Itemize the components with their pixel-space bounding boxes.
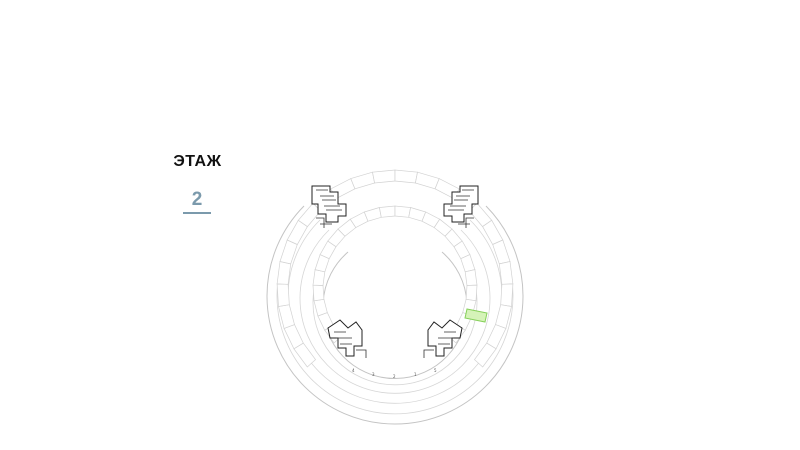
apartments-ring xyxy=(276,169,514,368)
floor-label: ЭТАЖ xyxy=(173,153,222,170)
stair-core-south-west xyxy=(327,319,367,358)
apartment-cell[interactable] xyxy=(492,239,511,265)
stair-core-north-west xyxy=(311,185,347,228)
apartment-cell[interactable] xyxy=(414,171,440,190)
svg-text:5: 5 xyxy=(434,368,437,373)
apartment-cell[interactable] xyxy=(363,207,382,222)
apartment-cell[interactable] xyxy=(500,283,514,307)
svg-text:4: 4 xyxy=(352,368,355,373)
apartment-cell[interactable] xyxy=(283,324,304,350)
apartment-cell[interactable] xyxy=(464,269,478,286)
apartment-cell[interactable] xyxy=(313,298,328,317)
apartment-cell[interactable] xyxy=(276,261,292,285)
apartment-cell[interactable] xyxy=(378,205,396,218)
apartment-cell[interactable] xyxy=(474,342,497,368)
apartment-cell[interactable] xyxy=(465,284,478,302)
svg-text:1: 1 xyxy=(414,372,417,377)
apartment-cell[interactable] xyxy=(312,284,325,302)
apartment-cell[interactable] xyxy=(276,283,290,307)
apartment-cell[interactable] xyxy=(498,261,514,285)
apartment-cell[interactable] xyxy=(394,169,418,184)
apartment-cell[interactable] xyxy=(394,205,412,218)
svg-text:2: 2 xyxy=(393,374,396,379)
apartment-cell[interactable] xyxy=(312,269,326,286)
apartment-east-highlighted[interactable] xyxy=(464,308,488,323)
stair-core-south-east xyxy=(423,319,463,358)
svg-text:3: 3 xyxy=(372,372,375,377)
apartment-cell[interactable] xyxy=(350,171,376,190)
stair-core-north-east xyxy=(443,185,479,228)
apartment-cell[interactable] xyxy=(372,169,396,184)
bottom-unit-markers: 4 3 2 1 5 xyxy=(352,368,437,379)
floor-number-link[interactable]: 2 xyxy=(183,188,211,214)
